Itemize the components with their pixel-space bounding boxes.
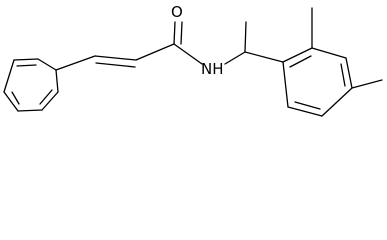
dimethylphenyl-ring [282,7,383,117]
bond [13,58,39,61]
bond [321,87,353,117]
aromatic-bond [11,91,20,105]
bond [17,109,43,112]
aromatic-bond [39,89,53,105]
carbonyl-group: O [171,3,183,45]
bond [41,91,59,111]
bond [94,55,137,61]
bond [244,51,284,63]
bond [287,106,323,117]
aromatic-bond [289,55,312,68]
bond [282,47,313,63]
aromatic-bond [340,63,346,87]
amide-group: NH [173,43,246,78]
bond [37,58,57,71]
nh-atom-label: NH [201,60,224,78]
bond [55,55,96,71]
aromatic-bond [16,64,37,67]
aromatic-bond [294,101,321,110]
double-bond [95,62,136,68]
double-bond [180,21,183,45]
alkene-chain [55,43,175,71]
bond [244,21,247,53]
bond [135,43,175,61]
bond [173,43,203,65]
bond [3,59,15,93]
bond [55,69,59,93]
bond [282,61,289,108]
bond [173,21,176,45]
molecule-structure: O NH [3,3,383,117]
oxygen-atom-label: O [171,3,183,21]
bond [3,91,19,112]
bond [311,47,347,59]
bond [345,57,353,89]
phenyl-ring [3,58,59,112]
methyl-bond [351,79,383,89]
ethyl-branch [244,21,284,63]
bond [224,51,246,65]
